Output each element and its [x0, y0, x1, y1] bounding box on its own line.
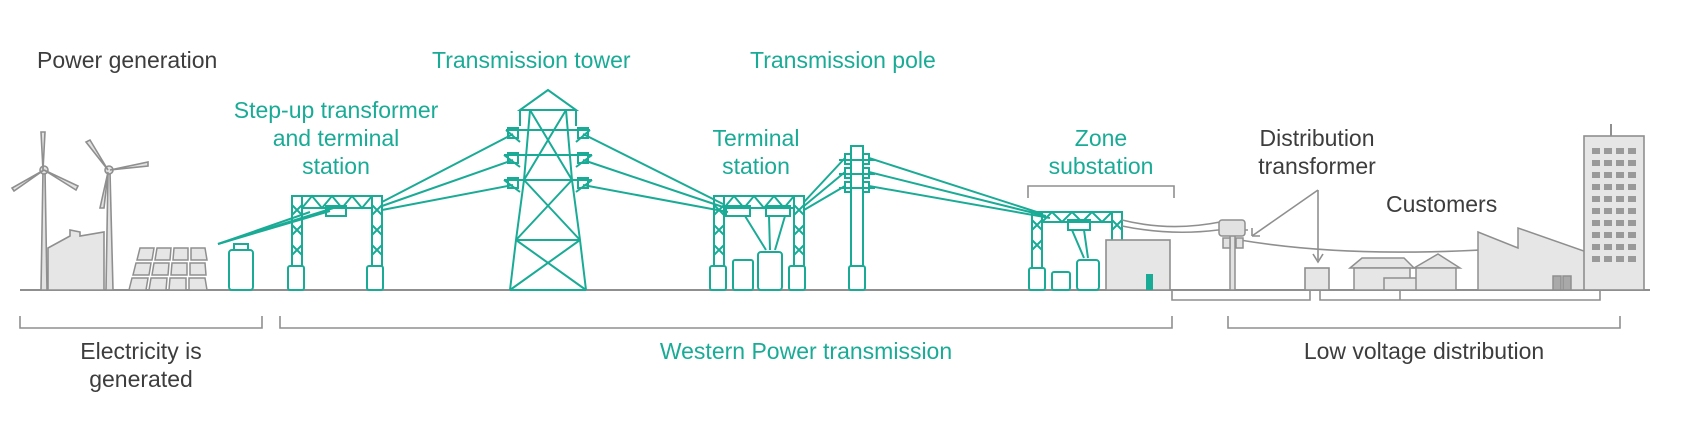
wind-turbines-icon: [10, 131, 149, 291]
customer-bracket: [1319, 290, 1601, 301]
power-generation-label: Power generation: [37, 47, 218, 73]
transmission-tower-icon: [503, 88, 593, 291]
terminal-gantry-1-icon: [287, 194, 384, 291]
distribution-stage-label: Low voltage distribution: [1303, 338, 1545, 364]
distribution-transformer-label: Distribution transformer: [1258, 124, 1376, 180]
houses-icon: [1347, 253, 1463, 291]
terminal-station-label: Terminal station: [713, 124, 800, 180]
generated-stage-label-line-1: Electricity is: [80, 338, 202, 364]
transmission-stage-label: Western Power transmission: [659, 338, 953, 364]
zone-substation-label: Zone substation: [1049, 124, 1154, 180]
generated-stage-label-line-2: generated: [89, 366, 193, 392]
transmission-bracket: [279, 316, 1173, 329]
distribution-transformer-label-line-1: Distribution: [1259, 125, 1375, 151]
pad-transformer-icon: [1304, 267, 1330, 291]
generated-stage-label: Electricity is generated: [80, 337, 201, 393]
transmission-pole-icon: [839, 145, 875, 291]
generated-bracket: [19, 316, 263, 329]
transmission-network: [217, 88, 1123, 291]
zone-substation-bracket: [1027, 185, 1175, 198]
customers-label: Customers: [1386, 191, 1498, 217]
transmission-pole-label: Transmission pole: [750, 47, 936, 73]
terminal-station-label-line-2: station: [722, 153, 790, 179]
step-up-label-line-2: and terminal: [272, 125, 400, 151]
step-up-label: Step-up transformer and terminal station: [234, 96, 439, 180]
distribution-bracket: [1227, 316, 1621, 329]
step-up-label-line-1: Step-up transformer: [233, 97, 439, 123]
office-tower-icon: [1583, 124, 1645, 291]
zone-substation-label-line-2: substation: [1048, 153, 1154, 179]
pointer-lines: [1251, 189, 1324, 264]
substation-building-icon: [1105, 239, 1171, 291]
factory-building-icon: [1477, 226, 1599, 291]
stage-brackets: [19, 185, 1621, 329]
terminal-gantry-2-icon: [709, 194, 806, 291]
transmission-tower-label: Transmission tower: [432, 47, 631, 73]
power-lines: [217, 133, 1089, 259]
distribution-pole-icon: [1218, 219, 1248, 291]
service-bracket: [1171, 290, 1311, 301]
zone-substation-label-line-1: Zone: [1074, 125, 1128, 151]
factory-icon: [47, 229, 105, 291]
distribution-transformer-label-line-2: transformer: [1258, 153, 1376, 179]
step-up-transformer-icon: [228, 249, 254, 291]
step-up-label-line-3: station: [302, 153, 370, 179]
solar-panels-icon: [128, 247, 208, 291]
terminal-station-label-line-1: Terminal: [712, 125, 800, 151]
